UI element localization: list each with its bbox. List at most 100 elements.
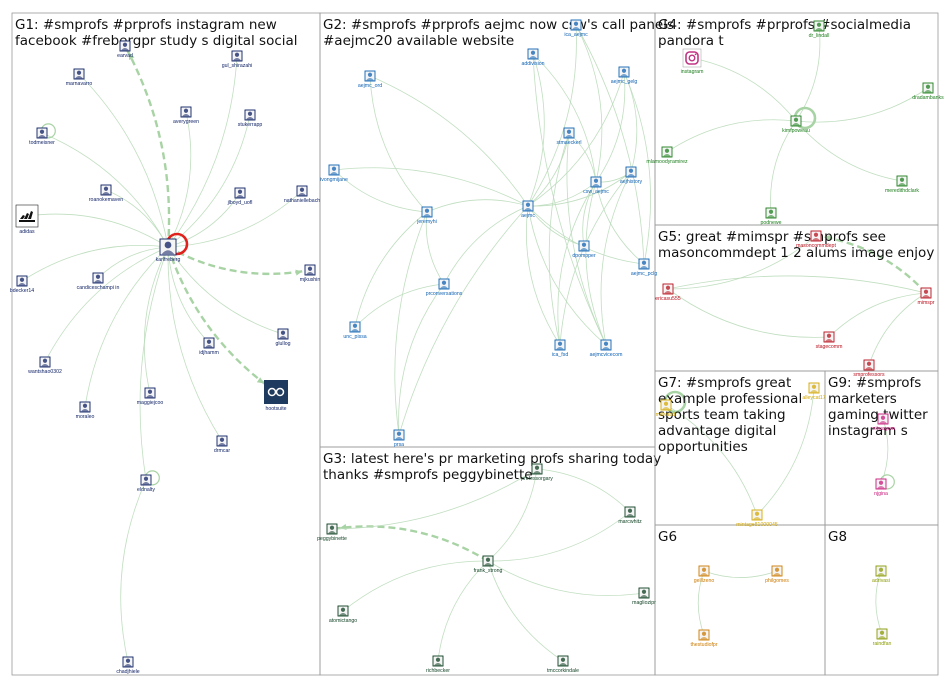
node-drmcar[interactable]: drmcar <box>214 435 230 454</box>
node-ivongmijane[interactable]: ivongmijane <box>320 164 348 183</box>
node-label: mlamoodyramirez <box>646 159 688 165</box>
edge <box>167 111 192 248</box>
node-eldnalty[interactable]: eldnalty <box>137 474 155 493</box>
node-prsa[interactable]: prsa <box>393 429 405 448</box>
edge <box>425 211 445 285</box>
node-glullog[interactable]: glullog <box>276 328 291 347</box>
node-stmaeckerl[interactable]: stmaeckerl <box>556 127 582 146</box>
avatar-body <box>161 250 175 255</box>
group-title-line: G3: latest here's pr marketing profs sha… <box>323 451 661 467</box>
node-dpompper[interactable]: dpompper <box>572 240 596 259</box>
node-candiceschampi-in[interactable]: candiceschampi in <box>77 272 120 291</box>
node-label: mdivaddi <box>656 412 677 418</box>
node-aejhistory[interactable]: aejhistory <box>620 166 643 185</box>
node-ericasu555[interactable]: ericasu555 <box>655 283 681 302</box>
node-moraleo[interactable]: moraleo <box>76 401 95 420</box>
node-todmeisner[interactable]: todmeisner <box>29 127 55 146</box>
node-podnewe[interactable]: podnewe <box>760 207 782 226</box>
node-raindfan[interactable]: raindfan <box>873 628 892 647</box>
node-mimspr[interactable]: mimspr <box>917 287 935 306</box>
node-richbecker[interactable]: richbecker <box>426 655 450 674</box>
edge <box>875 570 883 635</box>
avatar-body <box>306 272 314 275</box>
node-gul-shirazahi[interactable]: gul_shirazahi <box>222 50 253 69</box>
node-bdecker14[interactable]: bdecker14 <box>10 275 34 294</box>
node-aejmc-gelg[interactable]: aejmc_gelg <box>611 66 638 85</box>
edge <box>575 24 645 265</box>
node-prconversations[interactable]: prconversations <box>426 278 463 297</box>
node-thestudiofpr[interactable]: thestudiofpr <box>690 629 718 648</box>
group-title-line: G1: #smprofs #prprofs instagram new <box>15 17 277 33</box>
avatar-body <box>700 637 708 640</box>
avatar-head <box>566 129 572 134</box>
adidas-stripe <box>24 213 29 219</box>
edge <box>527 53 545 207</box>
node-ica-aejmc[interactable]: ica_aejmc <box>564 19 588 38</box>
node-nathaniellebach[interactable]: nathaniellebach <box>284 185 320 204</box>
node-peggybinette[interactable]: peggybinette <box>317 523 347 542</box>
node-tmccorkindale[interactable]: tmccorkindale <box>547 655 579 674</box>
node-hootsuite[interactable]: hootsuite <box>264 380 288 412</box>
node-aejmcvicecom[interactable]: aejmcvicecom <box>590 339 623 358</box>
node-adidas[interactable]: adidas <box>15 204 39 235</box>
node-label: candiceschampi in <box>77 285 120 291</box>
avatar-body <box>121 48 129 51</box>
node-wantshao0302[interactable]: wantshao0302 <box>28 356 62 375</box>
node-professorgary[interactable]: professorgary <box>521 463 553 482</box>
group-panel-g1: G1: #smprofs #prprofs instagram newfaceb… <box>11 12 321 676</box>
node-smprofessors[interactable]: smprofessors <box>853 359 885 378</box>
avatar-head <box>42 358 48 363</box>
node-atomictango[interactable]: atomictango <box>329 605 357 624</box>
avatar-body <box>924 90 932 93</box>
node-mdivaddi[interactable]: mdivaddi <box>656 399 677 418</box>
node-jlboyd-uofl[interactable]: jlboyd_uofl <box>227 187 253 206</box>
node-averygreen[interactable]: averygreen <box>173 106 199 125</box>
node-aejmc-pclg[interactable]: aejmc_pclg <box>631 258 657 277</box>
node-marnavarro[interactable]: marnavarro <box>66 68 93 87</box>
node-adrivasi[interactable]: adrivasi <box>872 565 890 584</box>
node-alleycat17[interactable]: alleycat17 <box>802 382 826 401</box>
node-mlamoodyramirez[interactable]: mlamoodyramirez <box>646 146 688 165</box>
node-stukerrapp[interactable]: stukerrapp <box>238 109 263 128</box>
edge <box>527 71 625 207</box>
node-aejmc[interactable]: aejmc <box>521 200 535 219</box>
node-marcwhitz[interactable]: marcwhitz <box>618 506 642 525</box>
avatar-head <box>701 567 707 572</box>
node-philgomes[interactable]: philgomes <box>765 565 789 584</box>
node-instagram[interactable]: instagram <box>681 48 704 75</box>
node-idjhamm[interactable]: idjhamm <box>199 337 219 356</box>
avatar-head <box>435 657 441 662</box>
node-label: unc_pissa <box>343 334 366 340</box>
node-mintage81000045[interactable]: mintage81000045 <box>736 509 778 528</box>
node-karlfreberg[interactable]: karlfreberg <box>156 238 181 263</box>
node-mjkushin[interactable]: mjkushin <box>300 264 321 283</box>
node-mitwagum[interactable]: mitwagum <box>871 413 895 432</box>
node-label: ica_fsd <box>552 352 569 358</box>
owl-eye-right <box>275 387 285 397</box>
node-magliozipr[interactable]: magliozipr <box>632 587 656 606</box>
avatar-body <box>877 486 885 489</box>
node-stagecomm[interactable]: stagecomm <box>816 331 843 350</box>
node-unc-pissa[interactable]: unc_pissa <box>343 321 367 340</box>
node-masoncommdept[interactable]: masoncommdept <box>796 230 836 249</box>
node-chadjhiele[interactable]: chadjhiele <box>116 656 140 675</box>
node-njgina[interactable]: njgina <box>874 478 888 497</box>
node-kimfpoweau[interactable]: kimfpoweau <box>782 115 810 134</box>
node-dr-lindall[interactable]: dr_lindall <box>809 20 830 39</box>
node-aejmc-ord[interactable]: aejmc_ord <box>358 70 382 89</box>
node-label: ica_aejmc <box>564 32 588 38</box>
node-csw-aejmc[interactable]: csw_aejmc <box>583 176 609 195</box>
node-roanokemaven[interactable]: roanokemaven <box>89 184 123 203</box>
node-gelilzeno[interactable]: gelilzeno <box>694 565 715 584</box>
node-maggiejcoo[interactable]: maggiejcoo <box>137 387 164 406</box>
node-earvad[interactable]: earvad <box>117 40 133 59</box>
node-meredithdclark[interactable]: meredithdclark <box>885 175 919 194</box>
avatar-body <box>767 215 775 218</box>
node-addivision[interactable]: addivision <box>521 48 545 67</box>
node-jeremyhi[interactable]: jeremyhi <box>416 206 437 225</box>
avatar-head <box>593 178 599 183</box>
node-label: kimfpoweau <box>782 128 810 134</box>
node-frank-strong[interactable]: frank_strong <box>474 555 503 574</box>
node-dradambanks[interactable]: dradambanks <box>912 82 944 101</box>
node-ica-fsd[interactable]: ica_fsd <box>552 339 569 358</box>
